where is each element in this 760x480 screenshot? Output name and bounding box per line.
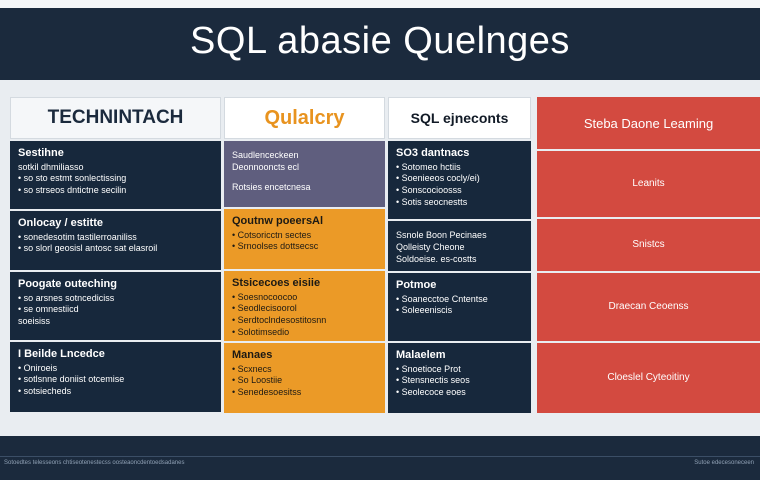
column-header-sql-components: SQL ejneconts (388, 97, 531, 139)
footer-rule (0, 456, 760, 457)
footer: Sotoedtes telesseons chtiseotenestecss o… (0, 436, 760, 480)
cell-line: sonedesotim tastilerroaniliss (18, 232, 213, 244)
sql-component-cell: Ssnole Boon Pecinaes Qolleisty Cheone So… (388, 221, 531, 271)
cell-line: Serdtoclndesostitosnn (232, 315, 377, 327)
quality-cell: Saudlenceckeen Deonnooncts ecl Rotsies e… (224, 141, 385, 207)
quality-cell: Manaes Scxnecs So Loostiie Senedesoesits… (224, 343, 385, 413)
learning-cell: Snistcs (537, 219, 760, 271)
cell-line: Deonnooncts ecl (232, 161, 300, 172)
top-rule (0, 0, 760, 8)
cell-title: Onlocay / estitte (18, 217, 103, 229)
cell-title: Manaes (232, 349, 273, 361)
learning-cell: Leanits (537, 151, 760, 217)
cell-line: so sto estmt sonlectissing (18, 173, 213, 185)
cell-label: Snistcs (632, 239, 665, 251)
cell-title: Poogate outeching (18, 278, 117, 290)
cell-line: Rotsies encetcnesa (232, 181, 311, 192)
cell-line: so arsnes sotncediciss (18, 293, 213, 305)
sql-component-cell: Potmoe Soanecctoe Cntentse Soleeeniscis (388, 273, 531, 341)
cell-line: sotkil dhmiliasso (18, 161, 84, 172)
learning-cell: Cloeslel Cyteoitiny (537, 343, 760, 413)
column-quality: Qulalcry Saudlenceckeen Deonnooncts ecl … (224, 80, 385, 436)
cell-line: Qolleisty Cheone (396, 241, 465, 252)
cell-line: Cotsoricctn sectes (232, 230, 377, 242)
cell-title: Malaelem (396, 349, 446, 361)
cell-line: Seolecoce eoes (396, 387, 523, 399)
cell-title: Potmoe (396, 279, 437, 291)
technique-cell: Sestihne sotkil dhmiliasso so sto estmt … (10, 141, 221, 209)
comparison-board: TECHNINTACH Sestihne sotkil dhmiliasso s… (0, 80, 760, 436)
cell-line: Senedesoesitss (232, 387, 377, 399)
sql-component-cell: Malaelem Snoetioce Prot Stensnectis seos… (388, 343, 531, 413)
cell-line: Soleeeniscis (396, 305, 523, 317)
cell-line: Sotis seocnestts (396, 197, 523, 209)
cell-line: Soanecctoe Cntentse (396, 294, 523, 306)
cell-line: Stensnectis seos (396, 375, 523, 387)
cell-line: se omnestiicd (18, 304, 213, 316)
cell-line: soeisiss (18, 316, 51, 327)
cell-title: SO3 dantnacs (396, 147, 470, 159)
cell-line: Srnoolses dottsecsc (232, 241, 377, 253)
cell-label: Leanits (632, 178, 665, 190)
cell-line: Saudlenceckeen (232, 150, 299, 160)
technique-cell: Poogate outeching so arsnes sotncediciss… (10, 272, 221, 340)
cell-line: sotlsnne doniist otcemise (18, 374, 213, 386)
cell-line: Soldoeise. es-costts (396, 253, 477, 264)
footer-left-note: Sotoedtes telesseons chtiseotenestecss o… (4, 460, 185, 466)
technique-cell: Onlocay / estitte sonedesotim tastilerro… (10, 211, 221, 270)
cell-line: Sonscocioosss (396, 185, 523, 197)
cell-title: Stsicecoes eisiie (232, 277, 321, 289)
cell-label: Draecan Ceoenss (608, 301, 689, 313)
cell-line: Ssnole Boon Pecinaes (396, 230, 487, 240)
cell-title: Qoutnw poeersAl (232, 215, 324, 227)
cell-line: Snoetioce Prot (396, 364, 523, 376)
cell-line: So Loostiie (232, 375, 377, 387)
page-title: SQL abasie Quelnges (190, 19, 570, 62)
quality-cell: Qoutnw poeersAl Cotsoricctn sectes Srnoo… (224, 209, 385, 269)
sql-component-cell: SO3 dantnacs Sotomeo hctiis Soenieeos co… (388, 141, 531, 219)
cell-title: Sestihne (18, 147, 64, 159)
column-learning: Steba Daone Leaming Leanits Snistcs Drae… (537, 80, 760, 436)
cell-line: Solotimsedio (232, 327, 377, 339)
footer-right-note: Sutoe edecesoneceen (694, 460, 754, 466)
cell-line: Scxnecs (232, 364, 377, 376)
column-header-learning: Steba Daone Leaming (537, 97, 760, 149)
cell-line: Soenieeos cocly/ei) (396, 173, 523, 185)
title-bar: SQL abasie Quelnges (0, 8, 760, 74)
column-header-quality: Qulalcry (224, 97, 385, 139)
technique-cell: I Beilde Lncedce Oniroeis sotlsnne donii… (10, 342, 221, 412)
cell-label: Cloeslel Cyteoitiny (607, 372, 690, 384)
cell-line: Soesnocoocoo (232, 292, 377, 304)
quality-cell: Stsicecoes eisiie Soesnocoocoo Seodlecis… (224, 271, 385, 341)
cell-line: sotsiecheds (18, 386, 213, 398)
cell-line: so strseos dntictne secilin (18, 185, 213, 197)
cell-line: Seodlecisoorol (232, 303, 377, 315)
cell-line: so slorl geosisl antosc sat elasroil (18, 243, 213, 255)
cell-title: I Beilde Lncedce (18, 348, 105, 360)
column-techniques: TECHNINTACH Sestihne sotkil dhmiliasso s… (10, 80, 221, 436)
column-sql-components: SQL ejneconts SO3 dantnacs Sotomeo hctii… (388, 80, 531, 436)
cell-line: Sotomeo hctiis (396, 162, 523, 174)
cell-line: Oniroeis (18, 363, 213, 375)
learning-cell: Draecan Ceoenss (537, 273, 760, 341)
column-header-techniques: TECHNINTACH (10, 97, 221, 139)
